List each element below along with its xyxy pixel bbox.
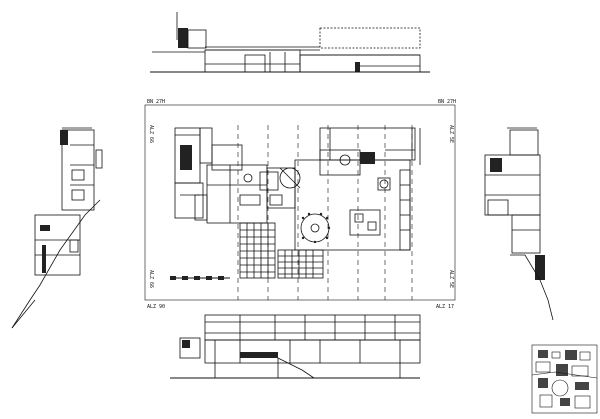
- label-top-right: BN 27H: [438, 99, 456, 105]
- site-key-map: [531, 344, 598, 414]
- label-right-top: ALZ 5E: [448, 125, 454, 143]
- plan-frame: BN 27H BN 27H ALZ 66 ALZ 66 ALZ 5E ALZ 5…: [144, 99, 456, 310]
- terrace-grid-right: [277, 249, 324, 279]
- label-left-bottom: ALZ 66: [148, 270, 154, 288]
- label-left-top: ALZ 66: [148, 125, 154, 143]
- terrace-grid-left: [239, 222, 276, 279]
- label-bottom-left: ALZ 90: [147, 304, 165, 310]
- right-elevation: [484, 127, 554, 321]
- left-elevation: [11, 127, 103, 329]
- label-bottom-right: ALZ 17: [436, 304, 454, 310]
- top-elevation: [150, 12, 430, 73]
- grid-axes: [237, 125, 413, 300]
- label-top-left: BN 27H: [147, 99, 165, 105]
- bottom-elevation: [170, 314, 421, 379]
- floor-plan: [170, 125, 421, 300]
- label-right-bottom: ALZ 5E: [448, 270, 454, 288]
